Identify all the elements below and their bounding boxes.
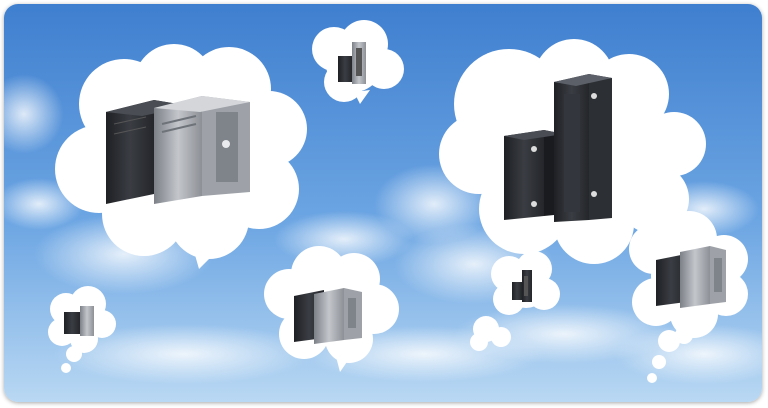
thought-bubble-large-left: [55, 44, 307, 269]
thought-bubble-tiny-center: [470, 251, 560, 351]
thought-bubble-large-right: [439, 39, 706, 264]
server-tower-pair-icon: [294, 288, 362, 344]
server-rack-pair-icon: [504, 74, 612, 222]
server-tower-pair-icon: [106, 96, 250, 204]
server-tower-pair-icon: [64, 306, 94, 336]
server-tower-pair-icon: [338, 42, 366, 84]
thought-bubble-small-top: [312, 20, 404, 104]
server-tower-pair-icon: [656, 246, 726, 308]
thought-bubble-small-left: [48, 286, 116, 373]
cloud-computing-illustration: [4, 4, 762, 402]
scene-svg: [4, 4, 762, 402]
thought-bubble-medium-right: [629, 211, 748, 383]
thought-bubble-medium-center: [264, 246, 399, 372]
server-tower-pair-icon: [512, 270, 532, 302]
